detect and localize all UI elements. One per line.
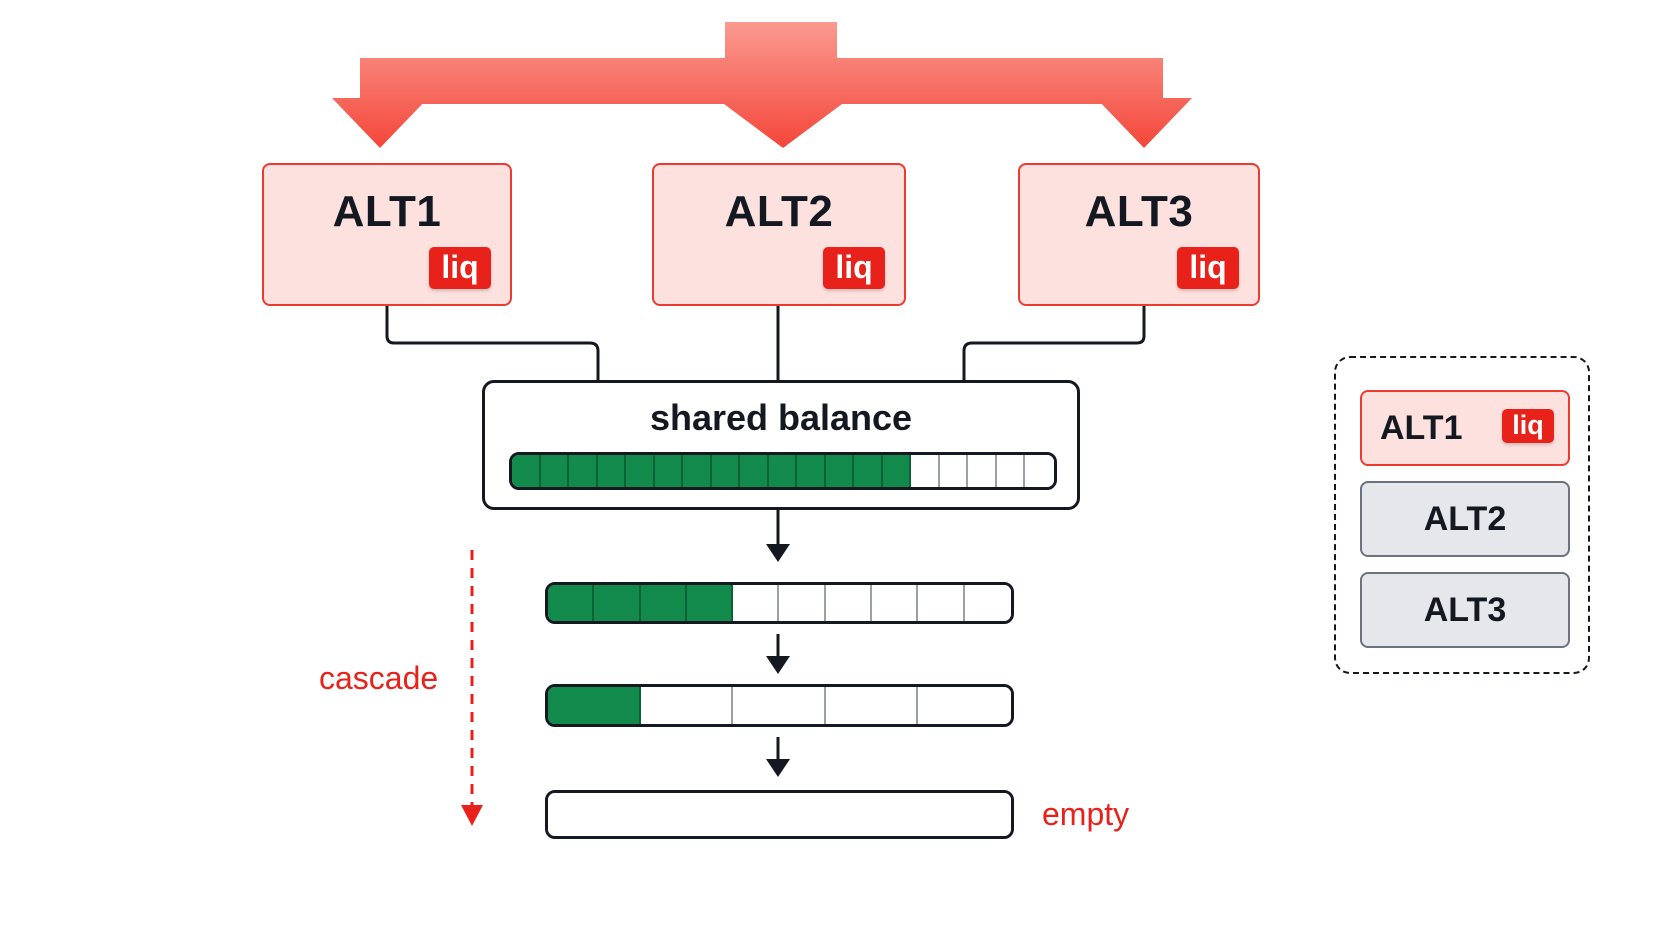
bar-segment-filled [683,455,712,487]
legend-item-alt3: ALT3 [1360,572,1570,648]
bar-segment-filled [654,455,684,487]
account-box-alt3: ALT3 liq [1018,163,1260,306]
legend-item-alt1: ALT1 liq [1360,390,1570,466]
liquidation-badge: liq [823,247,885,289]
legend-panel: ALT1 liq ALT2 ALT3 [1334,356,1590,674]
bar-segment-empty [548,793,1011,836]
empty-label: empty [1042,796,1130,832]
bar-segment-empty [918,585,965,621]
bar-segment-empty [1025,455,1054,487]
bar-segment-filled [825,455,855,487]
account-box-alt1: ALT1 liq [262,163,512,306]
balance-bar-full [509,452,1057,490]
bar-segment-filled [740,455,769,487]
bar-segment-filled [597,455,627,487]
bar-segment-filled [882,455,912,487]
bar-segment-filled [569,455,598,487]
cascade-label: cascade [319,660,439,696]
bar-segment-filled [548,687,641,724]
balance-bar-stage-2 [545,684,1014,727]
down-arrow-1 [766,510,790,562]
bar-segment-filled [548,585,595,621]
cascade-dashed-arrow [461,550,483,826]
shared-balance-title: shared balance [649,397,913,438]
legend-item-alt2: ALT2 [1360,481,1570,557]
down-arrow-3 [766,737,790,777]
account-label: ALT3 [1084,187,1194,236]
bar-segment-empty [968,455,997,487]
bar-segment-filled [686,585,734,621]
bar-segment-empty [939,455,969,487]
legend-item-label: ALT3 [1423,591,1507,629]
shared-balance-box: shared balance [482,380,1080,510]
liquidation-badge: liq [429,247,491,289]
split-arrow [332,22,1192,148]
liquidation-badge: liq [1177,247,1239,289]
account-label: ALT2 [724,187,834,236]
connector-alt3 [962,306,1146,381]
legend-item-label: ALT2 [1423,500,1507,538]
bar-segment-empty [872,585,919,621]
bar-segment-empty [911,455,940,487]
bar-segment-filled [711,455,741,487]
account-label: ALT1 [332,187,442,236]
bar-segment-empty [918,687,1011,724]
bar-segment-filled [854,455,883,487]
bar-segment-filled [768,455,798,487]
bar-segment-filled [640,585,687,621]
bar-segment-empty [996,455,1026,487]
liquidation-badge: liq [1502,409,1554,443]
legend-item-label: ALT1 [1380,409,1463,447]
down-arrow-2 [766,634,790,674]
bar-segment-filled [512,455,541,487]
bar-segment-empty [964,585,1011,621]
bar-segment-empty [733,687,826,724]
connector-alt1 [385,306,600,381]
bar-segment-empty [779,585,826,621]
bar-segment-empty [825,585,873,621]
bar-segment-filled [594,585,641,621]
bar-segment-filled [540,455,570,487]
bar-segment-empty [733,585,780,621]
bar-segment-filled [797,455,826,487]
bar-segment-empty [640,687,734,724]
bar-segment-empty [825,687,919,724]
bar-segment-filled [626,455,655,487]
balance-bar-empty [545,790,1014,839]
account-box-alt2: ALT2 liq [652,163,906,306]
balance-bar-stage-1 [545,582,1014,624]
